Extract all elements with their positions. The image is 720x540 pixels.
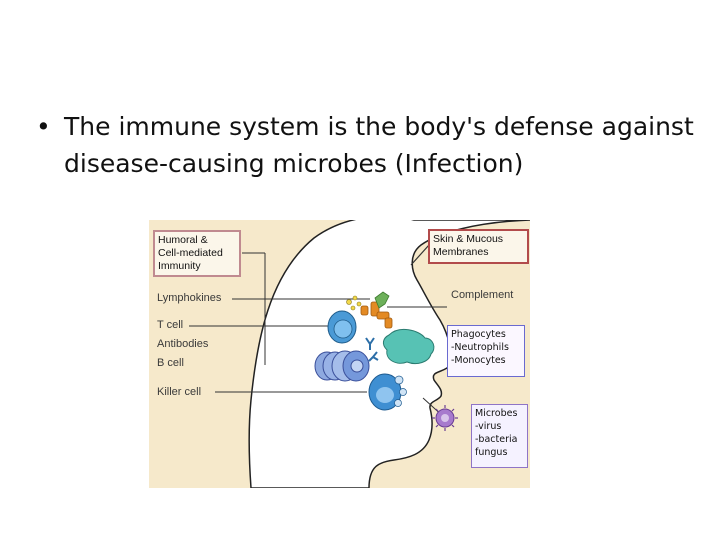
label-complement: Complement [451,289,514,301]
bullet-text: The immune system is the body's defense … [64,112,694,178]
b-cells [314,350,370,382]
phagocyte-cell [382,328,435,365]
figure-illustration [189,220,530,488]
bullet-point: • The immune system is the body's defens… [36,108,696,182]
label-lymphokines: Lymphokines [157,292,222,304]
killer-cell [368,373,407,411]
lymphokine-dots [346,295,362,311]
skin-mucous-box: Skin & Mucous Membranes [428,229,529,264]
microbe-virus [422,397,458,431]
label-b-cell: B cell [157,357,184,369]
microbes-box: Microbes -virus -bacteria fungus [471,404,528,468]
phagocytes-box: Phagocytes -Neutrophils -Monocytes [447,325,525,377]
lymphokine-molecule [374,291,390,309]
humoral-immunity-box: Humoral & Cell-mediated Immunity [153,230,241,277]
label-killer-cell: Killer cell [157,386,202,398]
label-antibodies: Antibodies [157,338,209,350]
label-t-cell: T cell [157,319,184,331]
t-cell [327,310,357,344]
bullet-dot-icon: • [36,112,51,141]
complement-proteins [360,301,393,329]
immune-system-figure: Humoral & Cell-mediated Immunity Skin & … [149,220,530,488]
